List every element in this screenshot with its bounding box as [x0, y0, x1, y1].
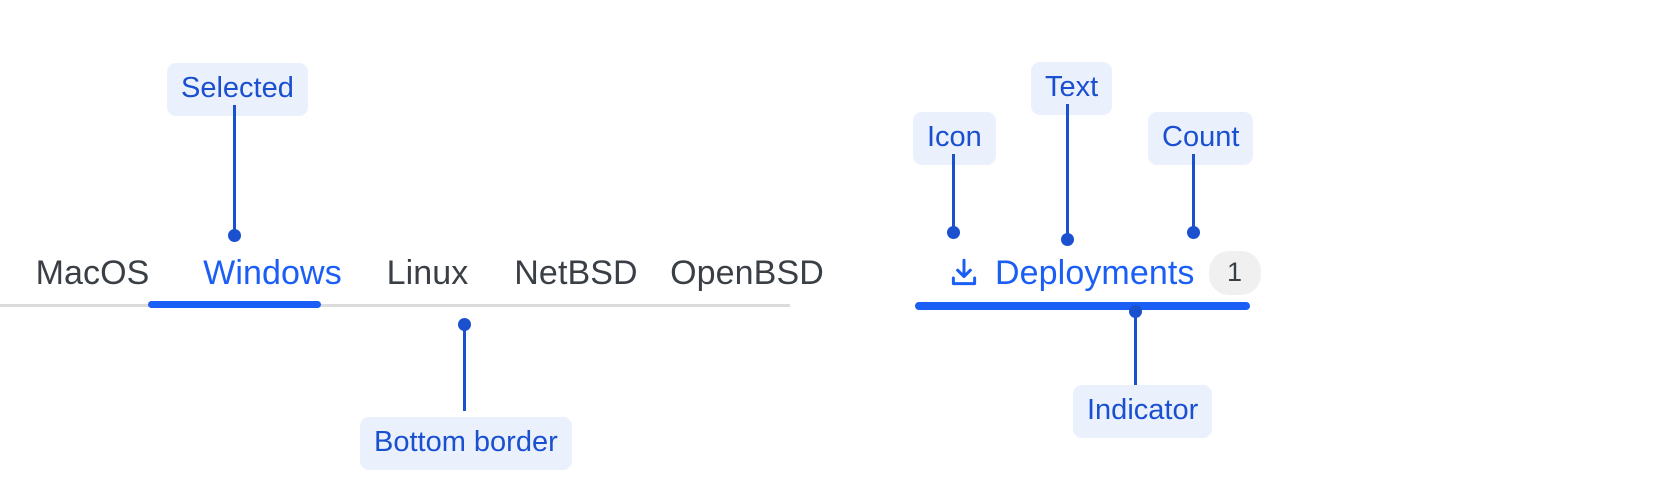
tab-linux[interactable]: Linux [360, 240, 495, 306]
tab-macos[interactable]: MacOS [0, 240, 185, 306]
tab-label: MacOS [35, 253, 150, 292]
annotation-text-label: Text [1031, 62, 1113, 115]
annotation-indicator-leader [1134, 311, 1137, 385]
tab-deployments-label: Deployments [995, 253, 1195, 292]
tab-label: OpenBSD [670, 253, 824, 292]
annotation-icon-label: Icon [913, 112, 996, 165]
annotation-text-dot [1061, 233, 1074, 246]
annotation-bottom-border-leader [463, 324, 466, 411]
annotation-selected-dot [228, 229, 241, 242]
left-tab-bar: MacOS Windows Linux NetBSD OpenBSD [0, 240, 824, 312]
tab-label: NetBSD [514, 253, 638, 292]
tab-deployments-indicator [915, 302, 1250, 310]
annotation-icon-dot [947, 226, 960, 239]
tab-list: MacOS Windows Linux NetBSD OpenBSD [0, 240, 837, 306]
annotation-count-leader [1192, 154, 1195, 232]
tab-netbsd[interactable]: NetBSD [495, 240, 657, 306]
tab-label: Windows [203, 253, 342, 292]
annotation-icon-leader [952, 154, 955, 232]
download-icon [947, 256, 981, 290]
annotation-count-label: Count [1148, 112, 1254, 165]
annotation-bottom-border-label: Bottom border [360, 417, 572, 470]
annotation-text-leader [1066, 104, 1069, 240]
annotation-selected-leader [233, 105, 236, 235]
tab-label: Linux [386, 253, 469, 292]
tab-bar-bottom-border [0, 304, 790, 307]
deployments-tab-group: Deployments 1 [915, 240, 1265, 318]
tab-windows[interactable]: Windows [185, 240, 360, 306]
annotation-selected-label: Selected [167, 63, 308, 116]
annotation-count-dot [1187, 226, 1200, 239]
tab-deployments[interactable]: Deployments 1 [947, 240, 1261, 306]
annotation-indicator-label: Indicator [1073, 385, 1213, 438]
tab-openbsd[interactable]: OpenBSD [657, 240, 837, 306]
tab-selected-indicator [148, 301, 321, 308]
tab-deployments-count-badge: 1 [1208, 251, 1261, 295]
